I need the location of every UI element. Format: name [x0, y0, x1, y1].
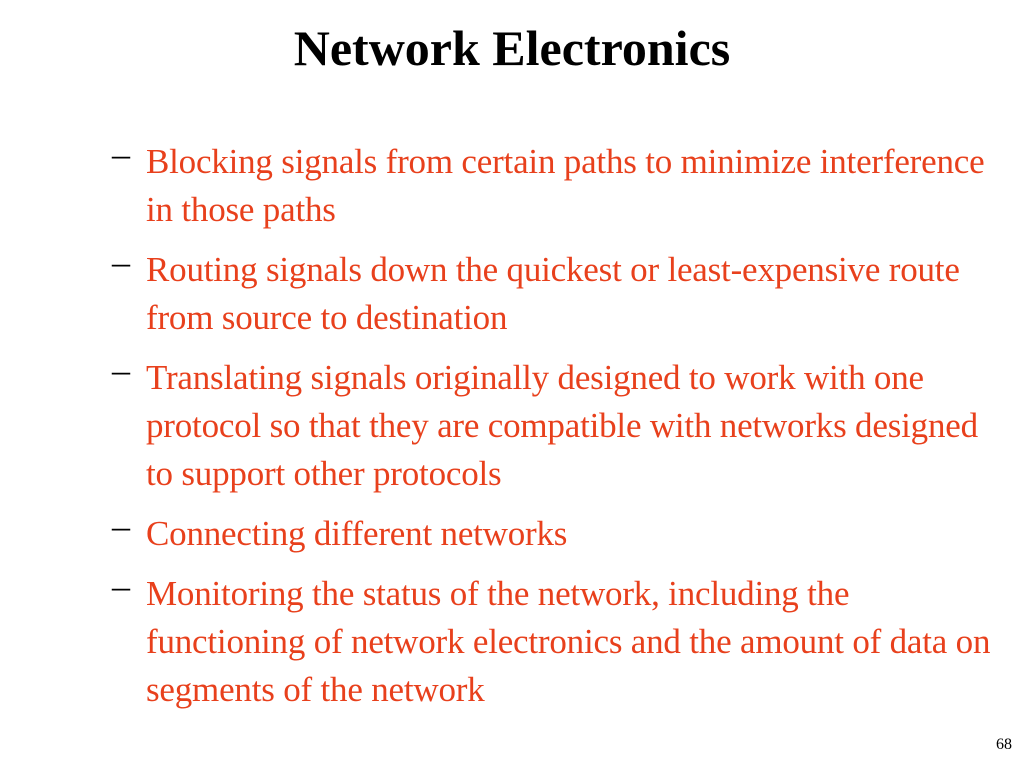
bullet-item: – Routing signals down the quickest or l…: [112, 242, 992, 342]
bullet-item: – Blocking signals from certain paths to…: [112, 134, 992, 234]
dash-bullet-icon: –: [112, 566, 130, 606]
dash-bullet-icon: –: [112, 242, 130, 282]
dash-bullet-icon: –: [112, 134, 130, 174]
bullet-text: Connecting different networks: [146, 514, 568, 553]
bullet-text: Blocking signals from certain paths to m…: [146, 142, 985, 229]
bullet-text: Routing signals down the quickest or lea…: [146, 250, 960, 337]
bullet-text: Monitoring the status of the network, in…: [146, 574, 991, 709]
bullet-list: – Blocking signals from certain paths to…: [112, 134, 992, 726]
slide-title: Network Electronics: [293, 20, 731, 76]
bullet-text: Translating signals originally designed …: [146, 358, 978, 493]
bullet-item: – Connecting different networks: [112, 506, 992, 558]
dash-bullet-icon: –: [112, 350, 130, 390]
page-number: 68: [996, 736, 1012, 753]
dash-bullet-icon: –: [112, 506, 130, 546]
bullet-item: – Translating signals originally designe…: [112, 350, 992, 498]
bullet-item: – Monitoring the status of the network, …: [112, 566, 992, 714]
